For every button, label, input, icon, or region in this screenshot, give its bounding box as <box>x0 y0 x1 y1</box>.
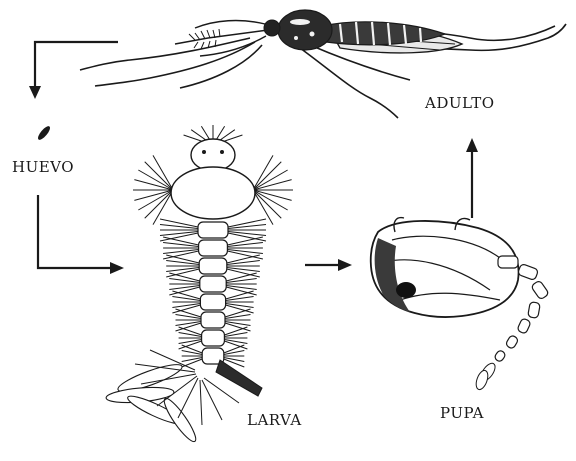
larva-bristle <box>166 255 199 263</box>
larva-bristle <box>228 232 266 236</box>
larva-bristle <box>227 261 260 265</box>
arrow-pupa-to-adult <box>466 138 478 218</box>
pupa-paddles <box>474 361 498 391</box>
arrow-adult-to-egg <box>29 42 118 99</box>
larva-bristle <box>225 315 251 319</box>
pupa-illustration <box>371 218 550 391</box>
egg-illustration <box>36 124 52 141</box>
egg-label: HUEVO <box>12 158 74 176</box>
larva-bristle <box>227 255 260 263</box>
mosquito-thorax <box>278 10 332 50</box>
larva-bristle <box>179 340 202 344</box>
larva-bristle <box>176 315 202 319</box>
larva-bristle <box>224 345 245 353</box>
larva-bristle <box>163 251 199 259</box>
pupa-label: PUPA <box>440 404 484 422</box>
larva-bristle <box>160 232 198 236</box>
larva-bristle <box>160 225 198 229</box>
larva-illustration <box>106 125 293 445</box>
pupa-segment <box>505 335 519 350</box>
larva-bristle <box>176 322 202 326</box>
larva-bristle <box>228 225 266 229</box>
larva-segment <box>201 312 225 328</box>
larva-bristle <box>182 358 203 362</box>
larva-bristle <box>226 291 254 299</box>
larva-bristle <box>166 268 199 272</box>
larva-bristle <box>182 345 203 353</box>
larva-bristle <box>163 243 199 247</box>
larva-bristle <box>228 233 266 241</box>
pupa-segment <box>498 256 518 268</box>
larva-segment <box>199 240 228 256</box>
larva-segment <box>199 258 227 274</box>
larva-head <box>191 139 235 171</box>
larva-bristle <box>226 273 257 281</box>
larva-bristle <box>163 237 199 245</box>
larva-bristle <box>169 273 200 281</box>
larva-bristle <box>224 327 247 335</box>
arrow-larva-to-pupa <box>305 259 352 271</box>
larva-bristle <box>172 297 200 301</box>
larva-bristle <box>176 309 202 317</box>
larva-bristle <box>224 351 245 355</box>
pupa-segment <box>494 349 507 362</box>
larva-abdomen <box>198 222 228 364</box>
pupa-segment <box>517 318 531 334</box>
larva-thorax <box>171 167 255 219</box>
larva-bristle <box>169 286 200 290</box>
larva-bristle <box>224 358 245 362</box>
larva-bristle <box>228 219 266 227</box>
larva-bristle <box>172 291 200 299</box>
larva-bristle <box>227 251 263 259</box>
larva-bristle <box>224 333 247 337</box>
larva-segment <box>198 222 228 238</box>
larva-segment <box>200 276 226 292</box>
larva-segment <box>200 294 225 310</box>
larva-bristle <box>160 219 198 227</box>
larva-bristle <box>179 333 202 337</box>
larva-bristle <box>227 268 260 272</box>
arrow-egg-to-larva <box>38 195 124 274</box>
larva-bristle <box>166 261 199 265</box>
larva-bristle <box>226 297 254 301</box>
larva-bristle <box>169 279 200 283</box>
adult-label: ADULTO <box>424 94 495 112</box>
larva-label: LARVA <box>247 411 302 429</box>
larva-bristle <box>160 233 198 241</box>
mosquito-head <box>264 20 280 36</box>
pupa-segment <box>531 280 549 300</box>
larva-bristle <box>227 250 263 254</box>
larva-bristle <box>227 237 263 245</box>
pupa-segment <box>517 263 538 280</box>
larva-bristle <box>225 322 251 326</box>
pupa-segment <box>528 302 541 319</box>
larva-bristle <box>179 327 202 335</box>
larva-bristle <box>227 243 263 247</box>
larva-bristle <box>182 351 203 355</box>
larva-bristle <box>225 309 251 317</box>
mosquito-antenna <box>189 29 220 49</box>
larva-bristle <box>224 340 247 344</box>
larva-bristle <box>226 286 257 290</box>
larva-bristle <box>163 250 199 254</box>
larva-bristle <box>226 304 254 308</box>
larva-bristle <box>172 304 200 308</box>
pupa-eye <box>396 282 416 298</box>
larva-segment <box>202 330 225 346</box>
larva-bristle <box>226 279 257 283</box>
